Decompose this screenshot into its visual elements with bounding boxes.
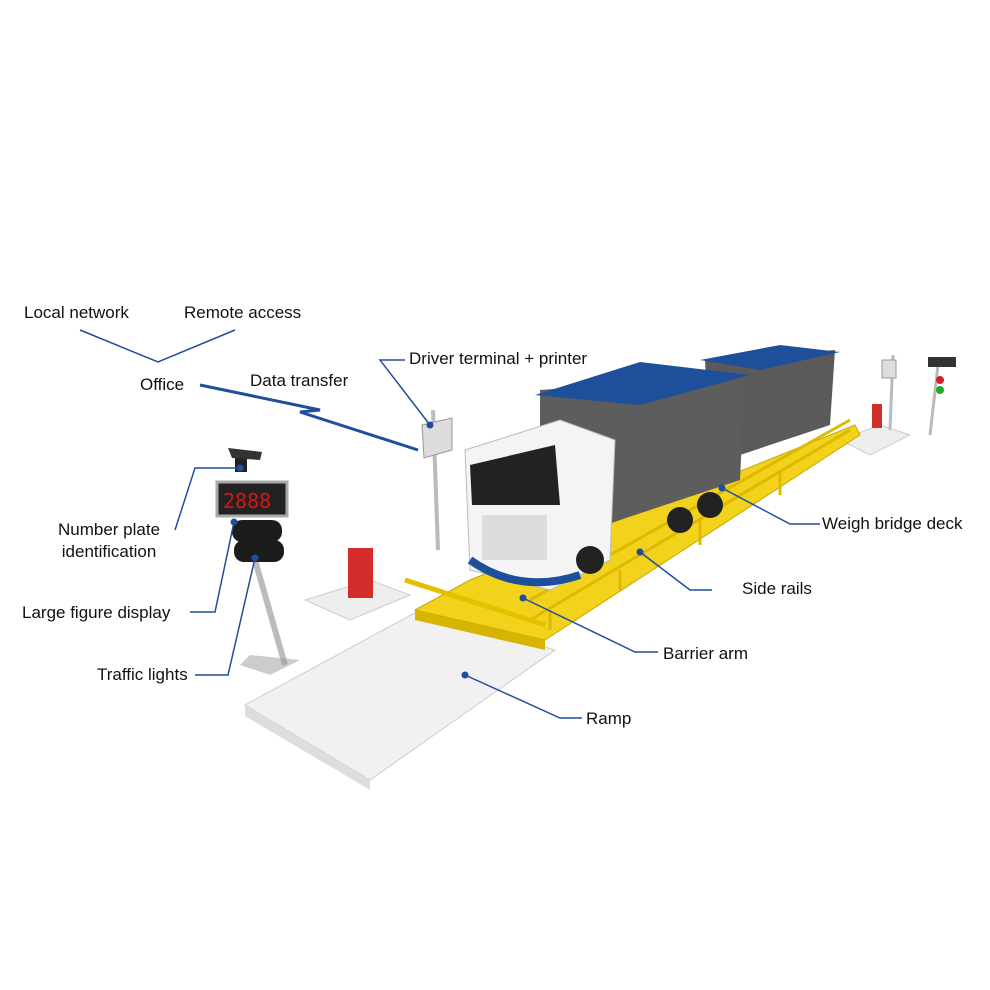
label-driver-terminal: Driver terminal + printer [409,349,588,368]
label-ramp: Ramp [586,709,632,728]
ramp [243,609,557,781]
traffic-lights [232,520,282,542]
label-number-plate: Number plate identification [58,519,160,563]
label-local-network: Local network [24,303,129,322]
label-number-plate-line1: Number plate [58,520,161,539]
label-remote-access: Remote access [184,303,302,322]
large-figure-display [215,480,289,518]
leader-lines [79,329,820,719]
label-large-figure-display: Large figure display [22,603,171,622]
label-office: Office [140,375,185,394]
svg-text:2888: 2888 [223,489,271,513]
barrier-arm [404,577,546,628]
label-traffic-lights: Traffic lights [97,665,188,684]
barrier-post [348,548,373,598]
label-weigh-bridge-deck: Weigh bridge deck [822,514,963,533]
driver-terminal [421,417,453,459]
label-side-rails: Side rails [742,579,812,598]
label-barrier-arm: Barrier arm [663,644,749,663]
label-data-transfer: Data transfer [250,371,349,390]
label-number-plate-line2: identification [61,542,157,561]
